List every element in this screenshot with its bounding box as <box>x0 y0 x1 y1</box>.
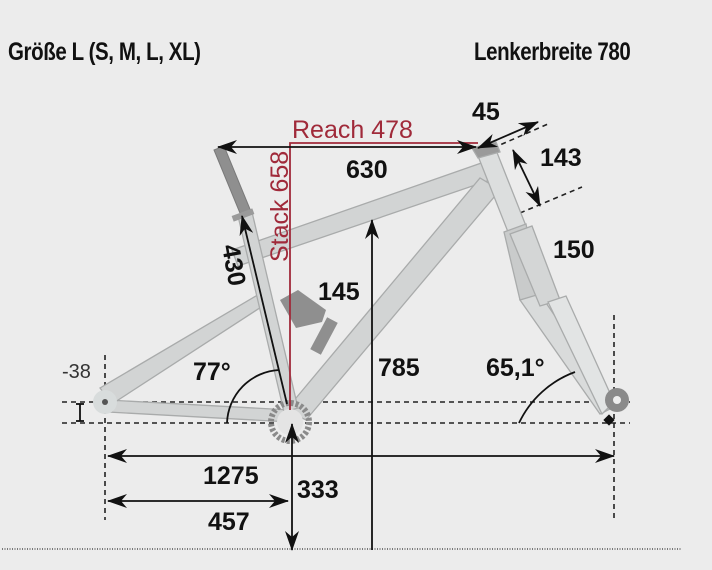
rear-shock <box>310 317 338 355</box>
stem-length-label: 45 <box>472 98 500 126</box>
dimension-arrows <box>76 121 615 551</box>
bb-height-label: 333 <box>297 476 339 504</box>
seatpost <box>213 145 253 219</box>
chainstay-label: 457 <box>208 508 250 536</box>
size-title: Größe L (S, M, L, XL) <box>8 38 201 66</box>
fork-travel-label: 150 <box>553 236 595 264</box>
rocker-link <box>280 290 326 328</box>
handlebar-width-title: Lenkerbreite 780 <box>474 38 631 66</box>
head-tube-label: 143 <box>540 144 582 172</box>
chainring <box>268 400 312 444</box>
rear-travel-label: 145 <box>318 278 360 306</box>
seat-angle-label: 77° <box>193 358 231 386</box>
stack-label: Stack 658 <box>266 151 294 262</box>
standover-label: 785 <box>378 354 420 382</box>
bb-drop-label: -38 <box>62 361 91 383</box>
reach-label: Reach 478 <box>292 116 413 144</box>
top-tube-label: 630 <box>346 156 388 184</box>
wheelbase-label: 1275 <box>203 462 259 490</box>
head-angle-label: 65,1° <box>486 354 545 382</box>
seat-tube-label: 430 <box>216 242 251 288</box>
